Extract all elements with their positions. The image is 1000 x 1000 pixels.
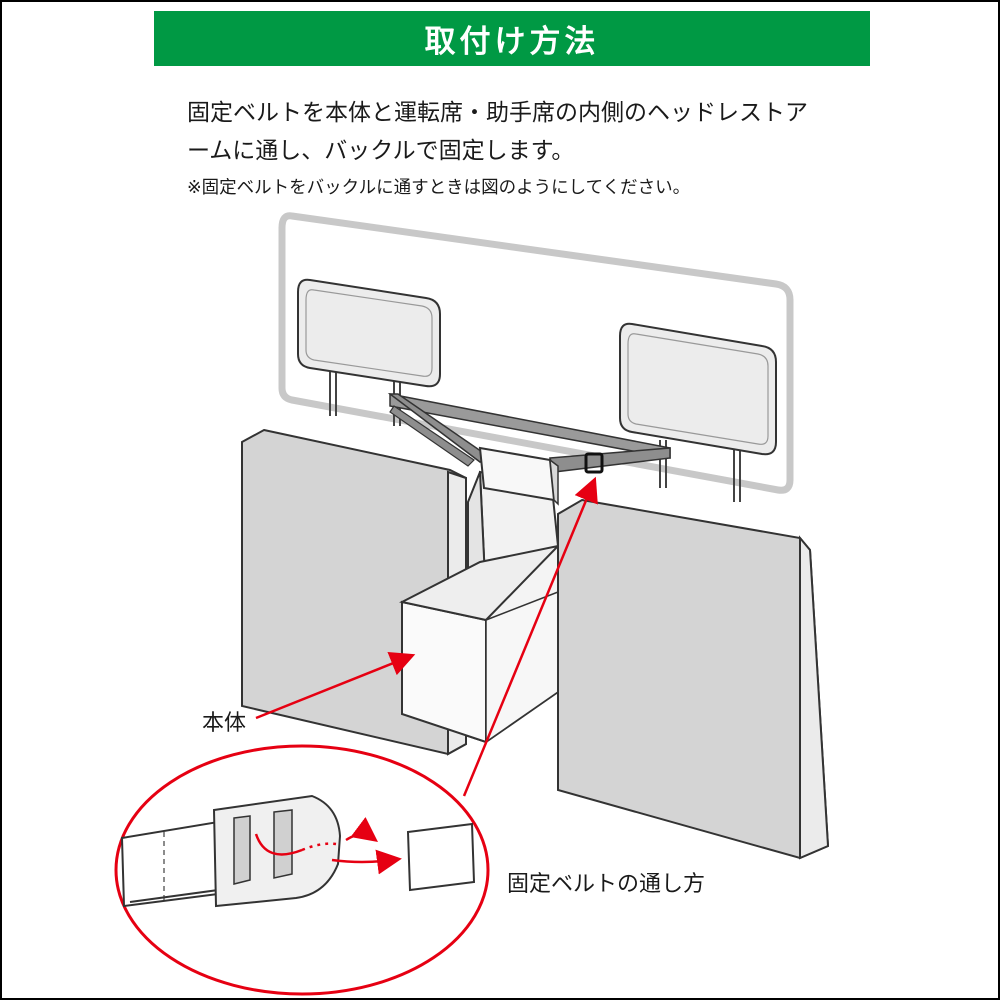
belt-end-icon [406, 822, 476, 892]
title-bar: 取付け方法 [154, 11, 870, 66]
instruction-line-2: ームに通し、バックルで固定します。 [187, 138, 575, 164]
label-belt-threading: 固定ベルトの通し方 [507, 872, 706, 897]
instruction-line-1: 固定ベルトを本体と運転席・助手席の内側のヘッドレストア [187, 100, 808, 126]
page-title: 取付け方法 [424, 24, 600, 60]
buckle-icon [584, 452, 604, 474]
rear-window-frame [278, 212, 794, 494]
buckle-pointer [462, 476, 598, 797]
left-headrest [297, 278, 441, 426]
instruction-text: 固定ベルトを本体と運転席・助手席の内側のヘッドレストア ームに通し、バックルで固… [187, 94, 867, 170]
main-body-pointer [255, 651, 416, 720]
right-seat [557, 498, 830, 860]
label-main-body: 本体 [202, 711, 247, 736]
right-headrest [619, 322, 777, 502]
instruction-note: ※固定ベルトをバックルに通すときは図のようにしてください。 [187, 178, 691, 198]
belt-detail-callout [114, 744, 490, 996]
